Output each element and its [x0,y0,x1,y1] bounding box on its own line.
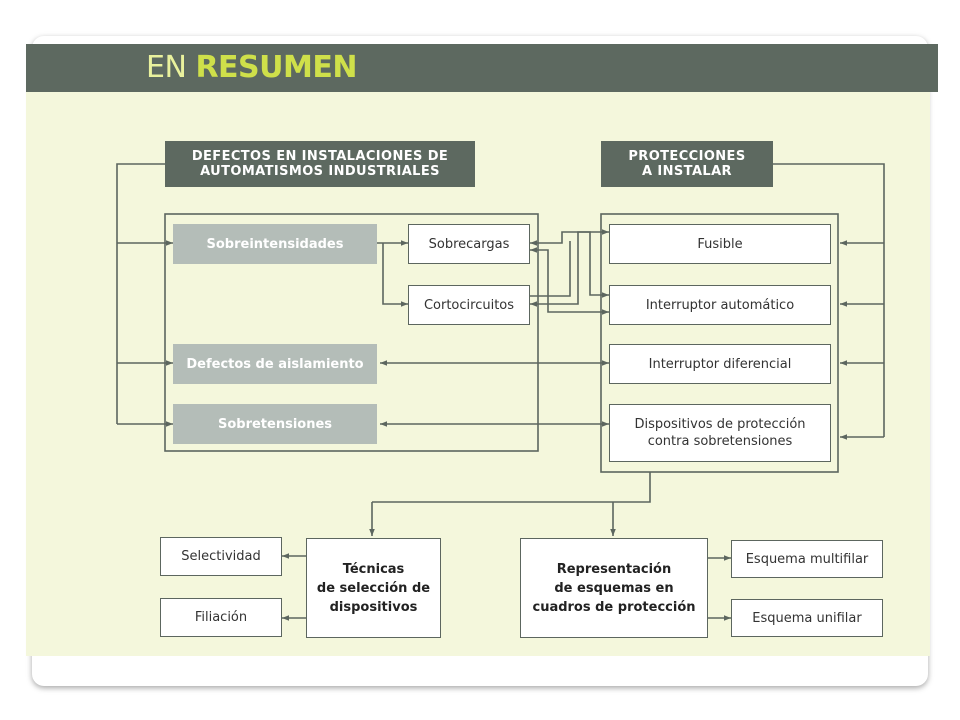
tecnicas-box: Técnicas de selección de dispositivos [306,538,441,638]
protections-title: PROTECCIONES A INSTALAR [601,141,773,187]
arrow-sobreintensidades-cortocircuitos [382,243,408,307]
dispositivos-sobretensiones-box: Dispositivos de protección contra sobret… [609,404,831,462]
left-bracket-line [116,163,165,424]
fusible-box: Fusible [609,224,831,264]
bottom-branch-line [372,472,651,503]
interruptor-diferencial-box: Interruptor diferencial [609,344,831,384]
link-sobrecargas-automatico [530,247,609,315]
defects-group-frame [164,213,539,452]
right-bracket-line [773,163,885,437]
filiacion-box: Filiación [160,598,282,637]
multifilar-box: Esquema multifilar [731,540,883,578]
sobrecargas-box: Sobrecargas [408,224,530,264]
aislamiento-box: Defectos de aislamiento [173,344,377,384]
representacion-box: Representación de esquemas en cuadros de… [520,538,708,638]
sobretensiones-box: Sobretensiones [173,404,377,444]
protections-group-frame [600,213,839,473]
header-bar: EN RESUMEN [26,44,938,92]
link-cortocircuitos-automatico [530,231,609,307]
cortocircuitos-box: Cortocircuitos [408,285,530,325]
defects-title: DEFECTOS EN INSTALACIONES DE AUTOMATISMO… [165,141,475,187]
page-title: EN RESUMEN [146,50,357,85]
interruptor-automatico-box: Interruptor automático [609,285,831,325]
unifilar-box: Esquema unifilar [731,599,883,637]
sobreintensidades-box: Sobreintensidades [173,224,377,264]
selectividad-box: Selectividad [160,537,282,576]
